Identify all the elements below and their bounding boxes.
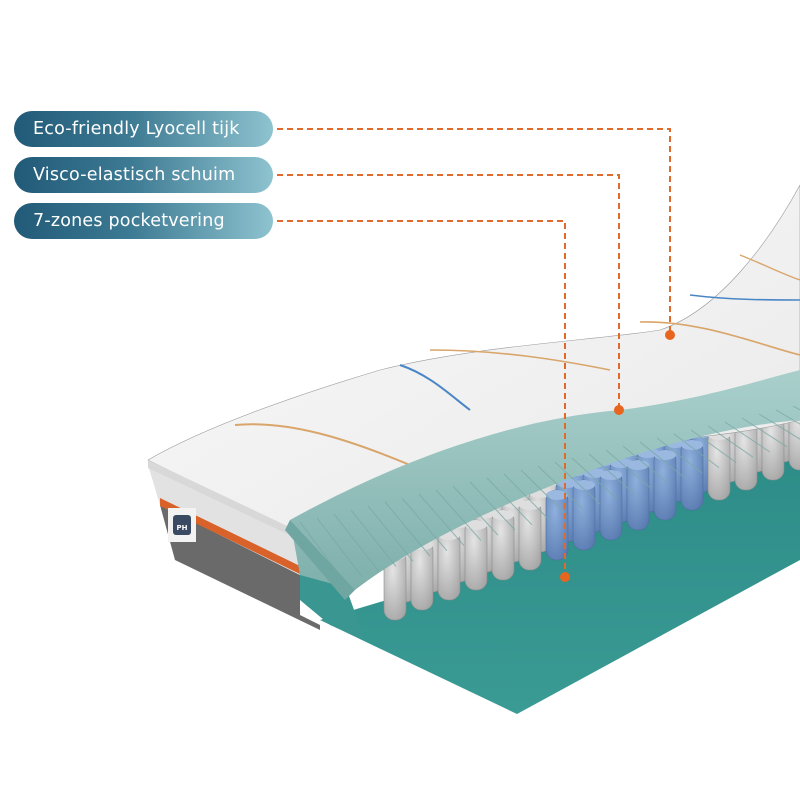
cover-orange-curve bbox=[234, 423, 411, 466]
foam-rib bbox=[401, 497, 448, 552]
leader-line-cover bbox=[277, 128, 671, 335]
leader-line-foam bbox=[277, 174, 620, 408]
label-springs-text: 7-zones pocketvering bbox=[33, 211, 225, 231]
label-foam: Visco-elastisch schuim bbox=[14, 157, 273, 193]
mattress-side-gray bbox=[160, 505, 320, 630]
foam-rib bbox=[656, 437, 703, 474]
foam-rib bbox=[571, 457, 618, 500]
leader-dot-springs bbox=[560, 572, 570, 582]
pocket-spring bbox=[707, 429, 731, 501]
badge-text: PH bbox=[177, 524, 188, 532]
pocket-spring bbox=[464, 519, 488, 591]
pocket-spring bbox=[437, 529, 461, 601]
foam-rib bbox=[690, 429, 737, 463]
leader-dot-foam bbox=[614, 405, 624, 415]
brand-badge: PH bbox=[168, 508, 196, 542]
foam-rib bbox=[537, 465, 584, 510]
foam-rib bbox=[724, 421, 771, 453]
foam-rib bbox=[673, 433, 720, 469]
foam-rib bbox=[486, 477, 533, 526]
foam-rib bbox=[588, 453, 635, 494]
foam-rib bbox=[384, 501, 431, 557]
pocket-spring bbox=[653, 449, 677, 521]
foam-rib bbox=[316, 517, 363, 578]
foam-rib bbox=[741, 417, 788, 448]
leader-lines bbox=[277, 128, 671, 575]
foam-rib bbox=[350, 509, 397, 567]
foam-rib bbox=[367, 505, 414, 562]
pocket-spring-top bbox=[600, 470, 622, 480]
cover-blue-curve bbox=[399, 364, 471, 411]
foam-rib bbox=[520, 469, 567, 515]
foam-layer bbox=[290, 370, 800, 590]
pocket-spring-top bbox=[681, 440, 703, 450]
leader-dot-cover bbox=[665, 330, 675, 340]
foam-rib bbox=[418, 493, 465, 546]
foam-rib bbox=[333, 513, 380, 572]
leader-line-springs bbox=[277, 220, 566, 575]
foam-rib bbox=[435, 489, 482, 541]
pocket-spring bbox=[491, 509, 515, 581]
label-cover-text: Eco-friendly Lyocell tijk bbox=[33, 119, 240, 139]
pocket-spring-top bbox=[546, 490, 568, 500]
foam-rib bbox=[469, 481, 516, 531]
foam-rib bbox=[758, 413, 800, 440]
foam-rib bbox=[554, 461, 601, 505]
foam-rib bbox=[639, 441, 686, 479]
label-cover: Eco-friendly Lyocell tijk bbox=[14, 111, 273, 147]
pocket-spring-top bbox=[654, 450, 676, 460]
foam-rib bbox=[707, 425, 754, 458]
label-foam-text: Visco-elastisch schuim bbox=[33, 165, 236, 185]
label-springs: 7-zones pocketvering bbox=[14, 203, 273, 239]
pocket-spring-top bbox=[519, 500, 541, 510]
foam-rib bbox=[775, 409, 800, 425]
pocket-spring-top bbox=[465, 520, 487, 530]
pocket-spring bbox=[680, 439, 704, 511]
foam-rib bbox=[605, 449, 652, 489]
foam-rib bbox=[452, 485, 499, 536]
pocket-spring bbox=[518, 499, 542, 571]
foam-rib bbox=[622, 445, 669, 484]
mattress-side-white bbox=[148, 465, 300, 575]
pocket-spring bbox=[572, 479, 596, 551]
pocket-spring-top bbox=[573, 480, 595, 490]
pocket-spring-top bbox=[492, 510, 514, 520]
foam-rib bbox=[503, 473, 550, 520]
